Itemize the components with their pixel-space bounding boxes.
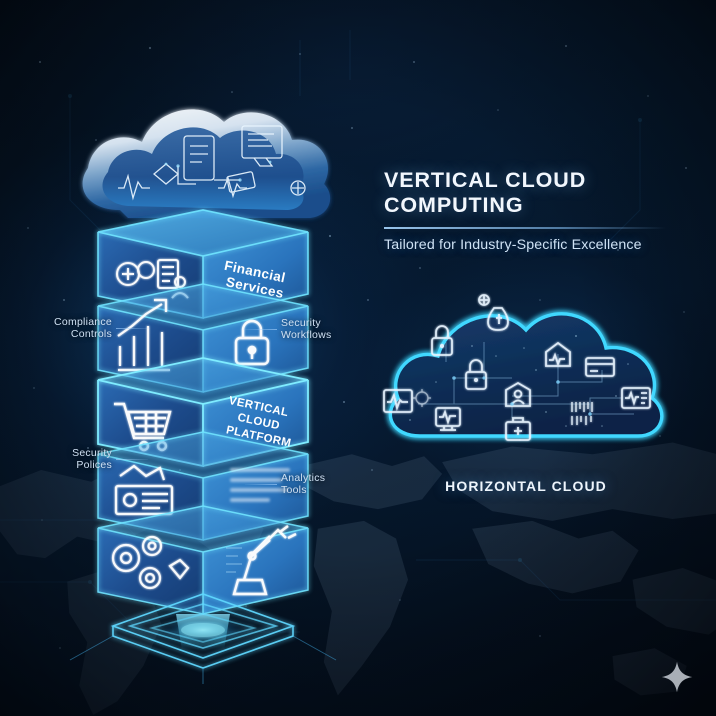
medical-bag-icon — [505, 417, 531, 441]
callout-analytics-tools-line-1: Analytics — [281, 472, 326, 484]
page-title: VERTICAL CLOUD COMPUTING — [384, 168, 587, 217]
callout-security-polices-line-2: Polices — [76, 459, 112, 472]
horizontal-cloud-icons — [383, 294, 651, 441]
leader-line-analytics-tools — [245, 484, 277, 485]
pulse-card-icon — [621, 387, 651, 409]
money-bag-icon — [478, 294, 509, 331]
callout-security-workflows: Security Workflows — [281, 317, 357, 342]
title-divider — [384, 227, 666, 229]
four-point-star-icon — [661, 661, 693, 693]
padlock-icon — [431, 325, 453, 356]
credit-card-icon — [585, 357, 615, 377]
connector-nodes — [452, 376, 592, 416]
callout-analytics-tools: Analytics Tools — [281, 472, 351, 497]
pulse-screen-icon — [435, 407, 461, 431]
horizontal-cloud-caption: HORIZONTAL CLOUD — [445, 478, 607, 494]
leader-line-security-workflows — [243, 329, 277, 330]
barcode-icon — [571, 402, 593, 425]
home-pulse-icon — [545, 341, 571, 367]
leader-line-compliance — [116, 328, 150, 329]
horizontal-cloud-outline — [388, 312, 664, 438]
callout-analytics-tools-line-2: Tools — [281, 484, 307, 497]
callout-security-workflows-line-1: Security — [281, 317, 321, 329]
tower-layer-5 — [97, 505, 309, 615]
callout-compliance-controls-line-2: Controls — [70, 328, 112, 341]
tower-cloud-top — [82, 109, 331, 218]
callout-compliance-controls: Compliance Controls — [40, 316, 112, 341]
callout-compliance-controls-line-1: Compliance — [54, 316, 112, 328]
heart-monitor-icon — [383, 389, 413, 413]
leader-line-security-polices — [116, 459, 148, 460]
headline-block: VERTICAL CLOUD COMPUTING Tailored for In… — [384, 168, 684, 253]
callout-security-workflows-line-2: Workflows — [281, 329, 332, 342]
page-subtitle: Tailored for Industry-Specific Excellenc… — [384, 236, 642, 253]
tower-base — [69, 593, 337, 684]
padlock-icon — [465, 359, 487, 390]
callout-security-polices: Security Polices — [40, 447, 112, 472]
vertical-cloud-tower: Financial Services — [58, 70, 348, 684]
gear-icon — [413, 389, 431, 407]
callout-security-polices-line-1: Security — [72, 447, 112, 459]
horizontal-cloud-diagram — [376, 286, 676, 466]
